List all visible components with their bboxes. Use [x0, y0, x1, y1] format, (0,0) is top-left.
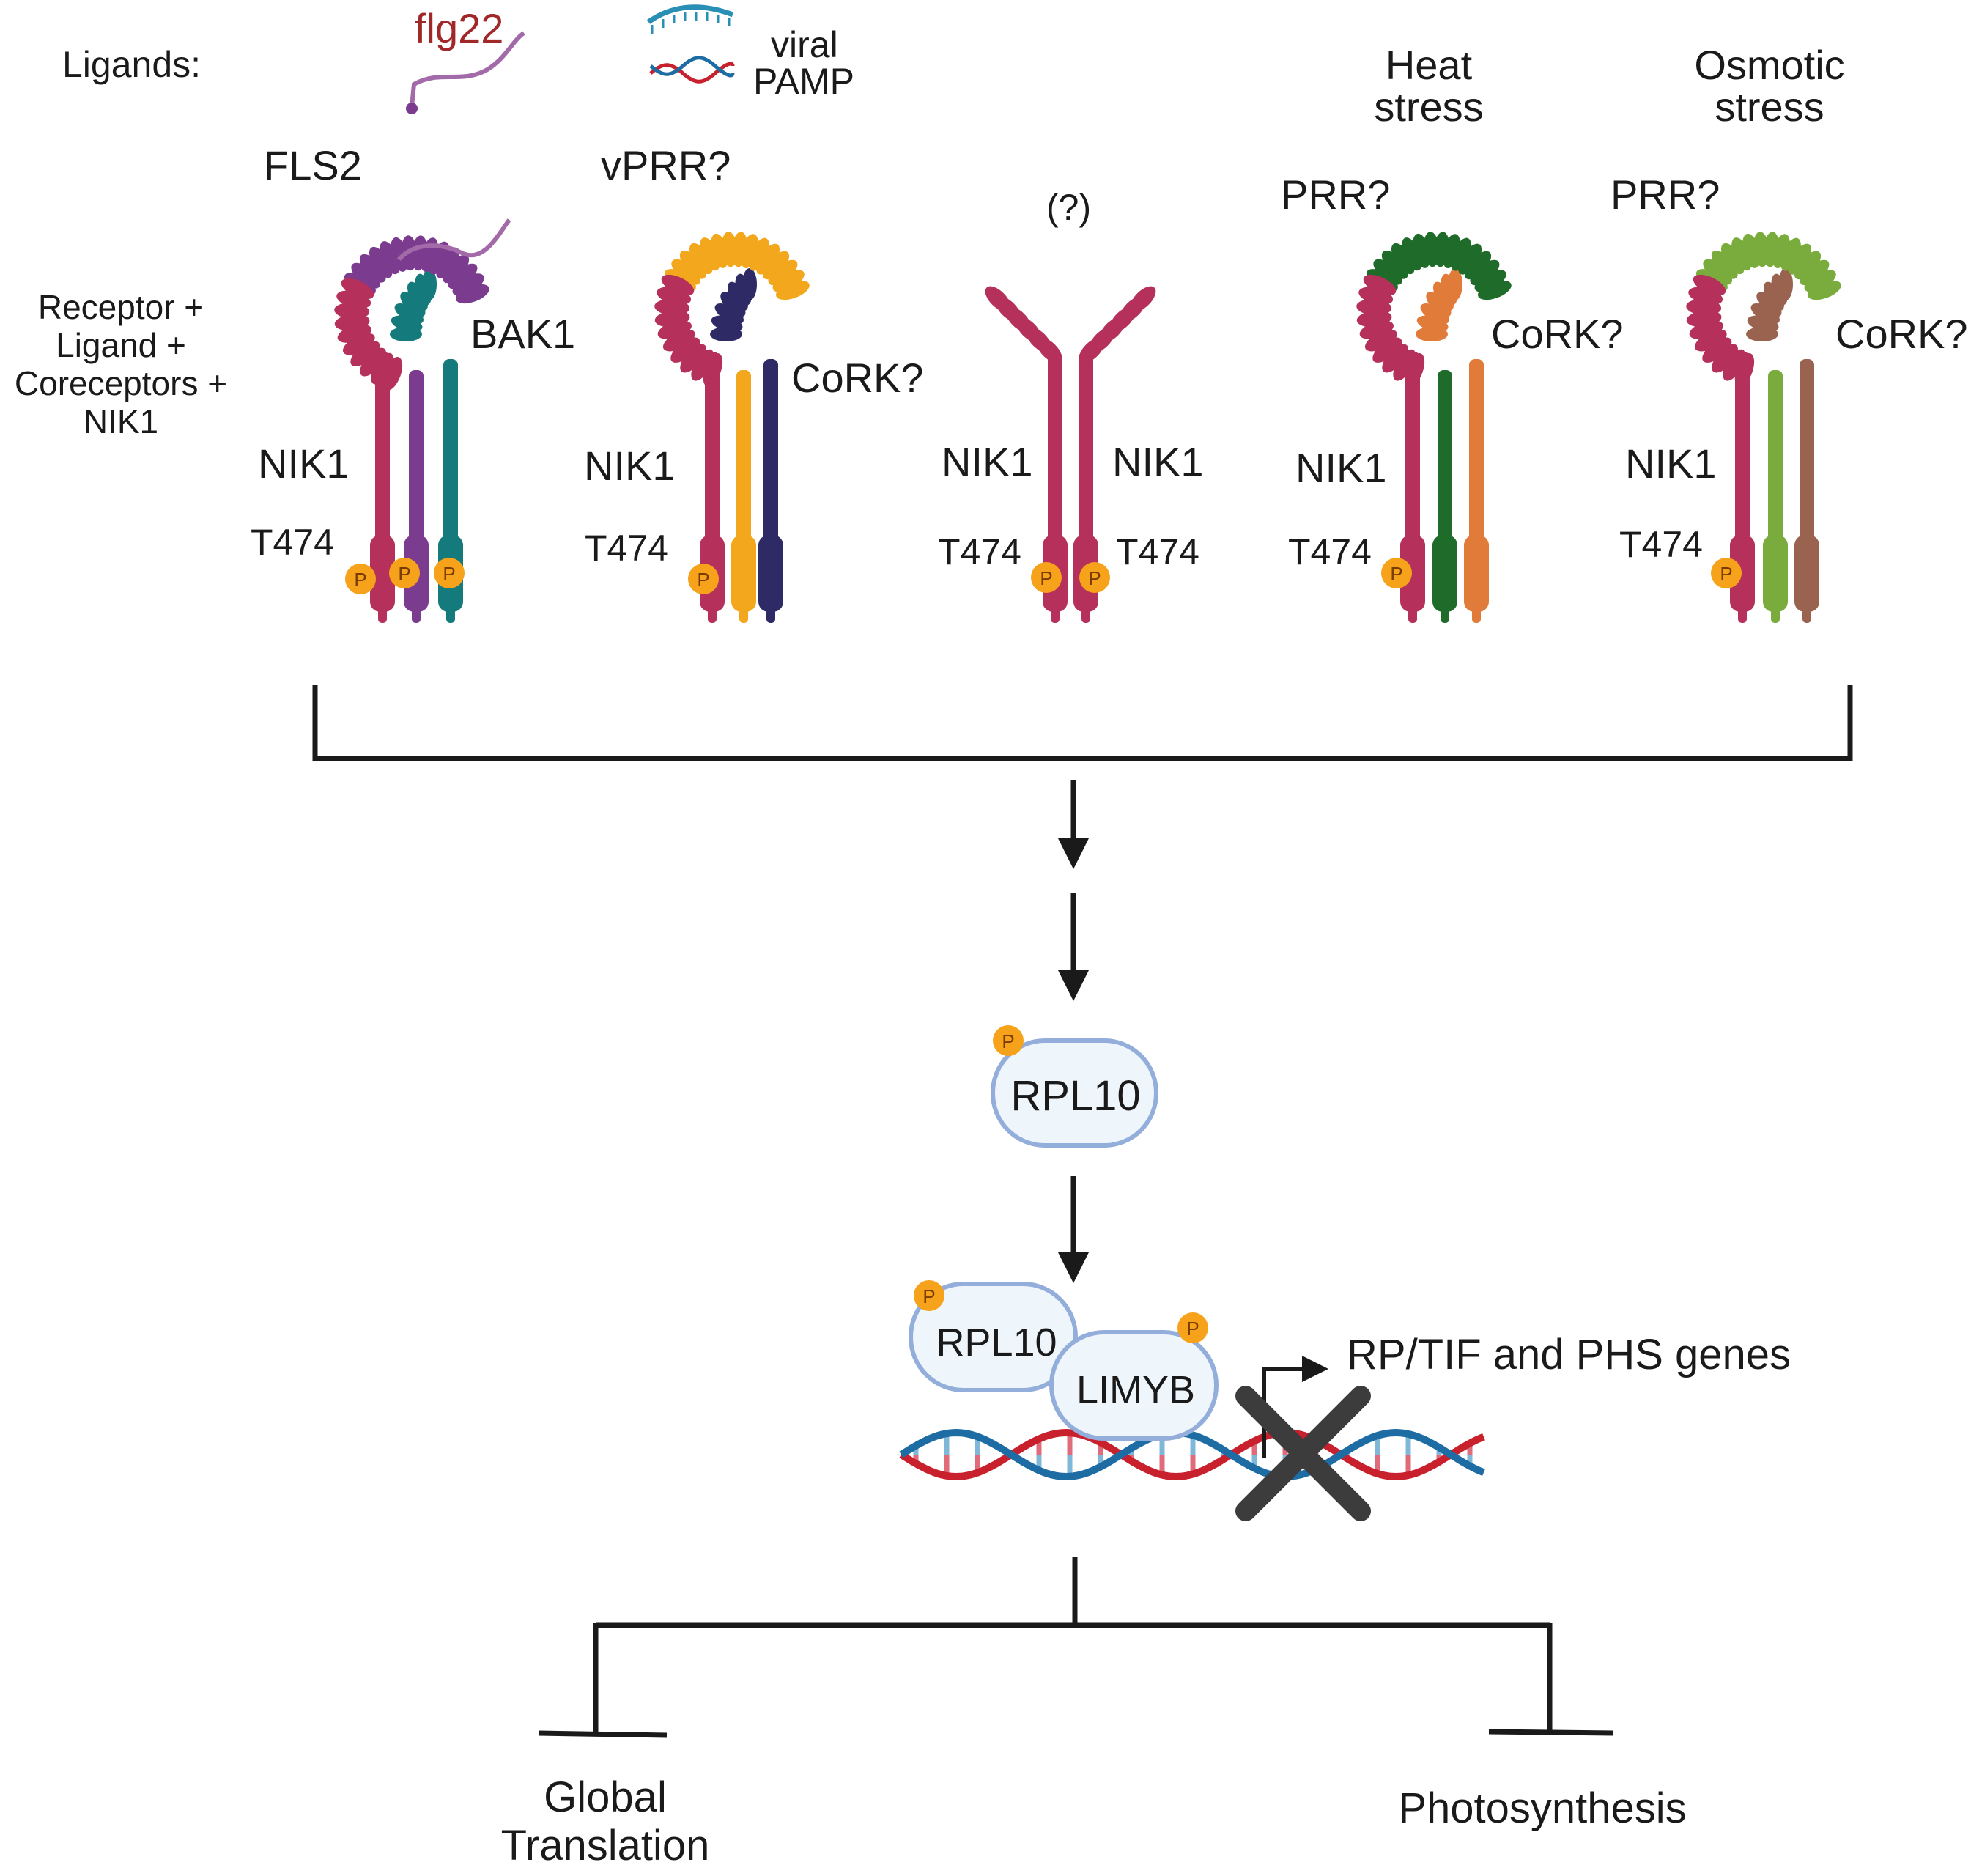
flg22-label: flg22: [415, 5, 503, 51]
nik1-fls2: [370, 352, 395, 623]
prr-osmotic-label: PRR?: [1611, 171, 1720, 218]
ligands-label: Ligands:: [62, 44, 201, 85]
cork-label-vprr: CoRK?: [791, 355, 924, 401]
svg-text:P: P: [398, 563, 410, 585]
global-translation-label-2: Translation: [501, 1822, 710, 1869]
flg22-bound-head: [389, 259, 402, 272]
t474-label-2: T474: [585, 528, 668, 569]
phospho-label: P: [922, 1285, 935, 1307]
coreceptor-domain-fls2: [390, 268, 437, 341]
pamp-label: PAMP: [753, 61, 854, 102]
prr-heat-label: PRR?: [1281, 171, 1390, 218]
phospho-fls2-1: P: [389, 558, 420, 588]
ectodomain-prr-heat: [1366, 232, 1512, 300]
fls2-label: FLS2: [264, 142, 362, 188]
dna-helix: [899, 1428, 1485, 1481]
side-label-3: Coreceptors +: [15, 364, 227, 402]
receptor-prr-heat: [1432, 370, 1457, 623]
heat-stress-label-2: stress: [1374, 84, 1483, 130]
t474-label-1: T474: [251, 522, 334, 563]
receptor-vprr: [731, 370, 756, 623]
vprr-label: vPRR?: [601, 142, 731, 188]
side-label-4: NIK1: [84, 402, 158, 440]
phospho-vprr-0: P: [688, 564, 719, 594]
global-translation-label: Global: [544, 1773, 667, 1821]
bak1-label: BAK1: [470, 311, 575, 357]
nik1-label-1: NIK1: [258, 440, 350, 487]
side-label-1: Receptor +: [38, 288, 204, 326]
t474-label-5: T474: [1619, 524, 1703, 565]
svg-text:P: P: [354, 569, 366, 591]
phospho-homodimer-0: P: [1031, 562, 1062, 593]
viral-pamp-icon: viral PAMP: [646, 4, 854, 102]
phospho-icon: [993, 1025, 1024, 1056]
coreceptor-domain-vprr: [710, 268, 757, 341]
nik1-label-4: NIK1: [1295, 445, 1387, 491]
inhibit-bar-translation: [538, 1730, 668, 1738]
phospho-label: P: [1002, 1030, 1014, 1052]
ectodomain-prr-osmotic: [1695, 232, 1841, 300]
svg-text:P: P: [1088, 567, 1101, 589]
coreceptor-prr-osmotic: [1794, 359, 1819, 623]
genes-label: RP/TIF and PHS genes: [1347, 1331, 1791, 1378]
cork-label-osmotic: CoRK?: [1835, 311, 1968, 357]
svg-text:P: P: [1720, 563, 1732, 585]
inhibition-tree: [593, 1557, 1553, 1733]
nik1-label-3a: NIK1: [942, 439, 1033, 485]
flg22-ligand: flg22: [406, 5, 525, 114]
convergence-bracket: [312, 685, 1853, 761]
limyb-label: LIMYB: [1076, 1368, 1195, 1412]
side-label-2: Ligand +: [56, 326, 186, 364]
osmotic-stress-label: Osmotic: [1694, 42, 1844, 88]
nik1-label-3b: NIK1: [1112, 439, 1204, 485]
nik1-label-5: NIK1: [1625, 440, 1717, 487]
t474-label-3b: T474: [1116, 531, 1199, 572]
t474-label-4: T474: [1288, 531, 1372, 572]
nik1-ectodomain-prr-osmotic: [1686, 274, 1755, 387]
phospho-fls2-2: P: [434, 558, 465, 588]
inhibit-bar-photosynthesis: [1488, 1729, 1614, 1736]
nik1-homodimer-domain: [985, 286, 1156, 363]
phospho-icon: [1177, 1312, 1208, 1343]
t474-label-3a: T474: [938, 531, 1021, 572]
coreceptor-vprr: [758, 359, 783, 623]
rpl10-label: RPL10: [1010, 1072, 1140, 1120]
nik1-prr-osmotic: [1730, 352, 1755, 623]
phospho-label: P: [1186, 1318, 1199, 1340]
viral-label: viral: [771, 24, 838, 65]
svg-text:P: P: [1040, 567, 1052, 589]
unknown-receptor-label: (?): [1046, 187, 1091, 228]
phospho-prr-osmotic-0: P: [1711, 558, 1742, 588]
rpl10-node: RPL10 P: [991, 1025, 1158, 1148]
heat-stress-label: Heat: [1386, 42, 1473, 88]
osmotic-stress-label-2: stress: [1715, 84, 1824, 130]
nik1-ectodomain-prr-heat: [1356, 274, 1425, 387]
flg22-bound-tail: [393, 218, 511, 265]
rpl10-limyb-complex: RPL10 LIMYB P P: [909, 1280, 1219, 1441]
phospho-fls2-0: P: [345, 564, 376, 594]
photosynthesis-label: Photosynthesis: [1398, 1784, 1686, 1832]
nik1-ectodomain-fls2: [334, 278, 403, 391]
nik1-ectodomain-vprr: [654, 274, 723, 387]
coreceptor-prr-heat: [1464, 359, 1489, 623]
phospho-icon: [914, 1280, 944, 1311]
nik1-prr-heat: [1400, 352, 1425, 623]
coreceptor-domain-prr-osmotic: [1746, 268, 1793, 341]
rpl10-complex-label: RPL10: [936, 1321, 1057, 1364]
receptor-prr-osmotic: [1763, 370, 1788, 623]
svg-text:P: P: [1390, 563, 1402, 585]
phospho-prr-heat-0: P: [1381, 558, 1412, 588]
cork-label-heat: CoRK?: [1491, 311, 1624, 357]
nik1-label-2: NIK1: [584, 443, 676, 489]
svg-text:P: P: [443, 563, 455, 585]
svg-text:P: P: [697, 569, 709, 591]
coreceptor-domain-prr-heat: [1416, 268, 1462, 341]
phospho-homodimer-1: P: [1079, 562, 1110, 593]
repression-cross-icon: [1235, 1386, 1371, 1521]
